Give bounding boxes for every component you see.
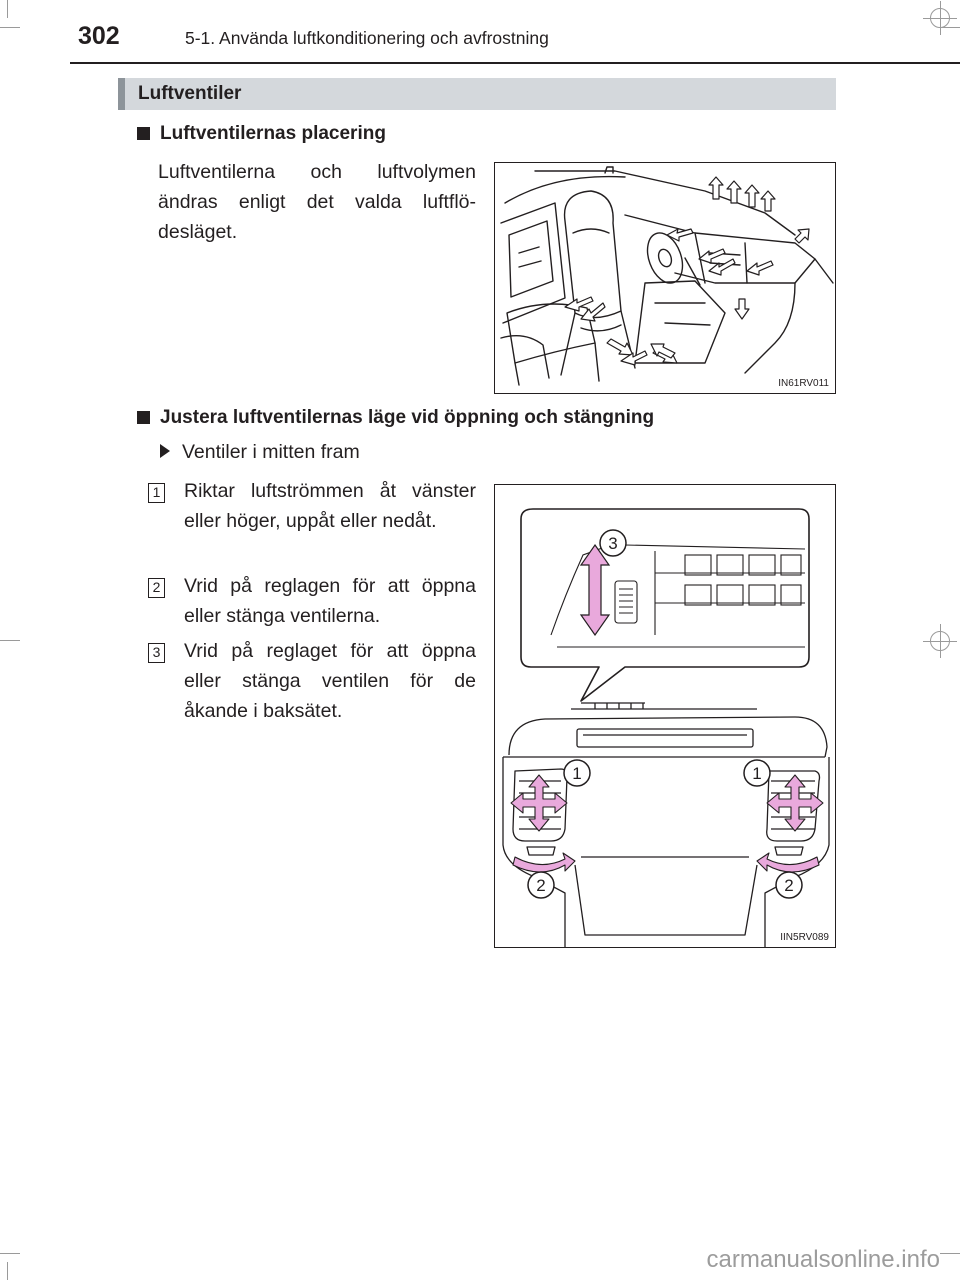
subsection-heading-text: Luftventilernas placering xyxy=(160,123,386,144)
step-text-2: Vrid på reglagen för att öpp­na eller st… xyxy=(184,575,476,627)
vent-adjustment-illustration: 3 xyxy=(502,508,830,947)
placement-description: Luftventilerna och luftvolymen ändras en… xyxy=(158,161,476,243)
crop-mark xyxy=(0,640,20,641)
crop-mark xyxy=(940,1253,960,1254)
figure-center-vents: 3 xyxy=(494,484,836,948)
subsection-heading-adjust: Justera luftventilernas läge vid öppning… xyxy=(137,407,654,429)
square-bullet-icon xyxy=(137,411,150,424)
crop-mark xyxy=(0,1253,20,1254)
step-number-1: 1 xyxy=(148,483,165,503)
crop-mark xyxy=(940,27,960,28)
callout-2-right: 2 xyxy=(784,876,793,895)
step-text-1: Riktar luftströmmen åt vän­ster eller hö… xyxy=(184,480,476,532)
watermark[interactable]: carmanualsonline.info xyxy=(706,1246,940,1273)
crop-mark xyxy=(7,0,8,18)
step-number-3: 3 xyxy=(148,643,165,663)
square-bullet-icon xyxy=(137,127,150,140)
subsection-heading-text: Justera luftventilernas läge vid öppning… xyxy=(160,407,655,428)
cabin-illustration xyxy=(500,166,834,386)
header-divider xyxy=(70,62,960,64)
triangle-bullet-icon xyxy=(160,444,170,458)
crop-mark xyxy=(7,1262,8,1280)
crop-mark xyxy=(0,27,20,28)
figure-vent-locations: IN61RV011 xyxy=(494,162,836,394)
sub-item-center-vents: Ventiler i mitten fram xyxy=(160,441,360,464)
chapter-title: 5-1. Använda luftkonditionering och avfr… xyxy=(185,28,549,48)
section-title: Luftventiler xyxy=(138,83,242,104)
page-number: 302 xyxy=(78,22,120,50)
callout-2-left: 2 xyxy=(536,876,545,895)
registration-mark-icon xyxy=(923,1,957,35)
figure-code: IIN5RV089 xyxy=(780,932,829,943)
step-number-2: 2 xyxy=(148,578,165,598)
subsection-heading-placement: Luftventilernas placering xyxy=(137,123,386,145)
section-title-bar: Luftventiler xyxy=(118,78,836,110)
callout-3: 3 xyxy=(608,534,617,553)
sub-item-label: Ventiler i mitten fram xyxy=(182,441,360,463)
figure-code: IN61RV011 xyxy=(778,378,829,389)
registration-mark-icon xyxy=(923,624,957,658)
callout-1-right: 1 xyxy=(752,764,761,783)
callout-1-left: 1 xyxy=(572,764,581,783)
step-text-3: Vrid på reglaget för att öppna eller stä… xyxy=(184,640,476,722)
